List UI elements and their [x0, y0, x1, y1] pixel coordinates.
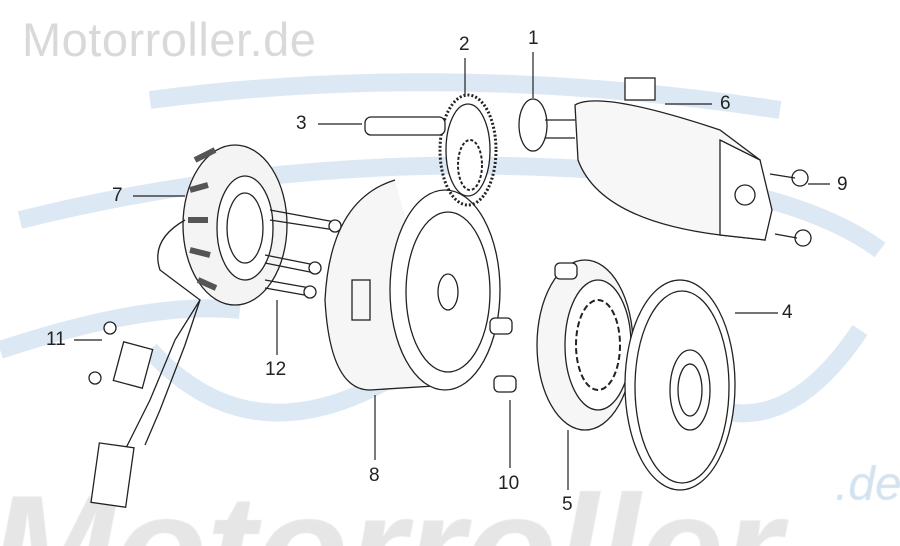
callout-10: 10	[498, 473, 520, 494]
callout-12: 12	[265, 359, 287, 380]
callout-7: 7	[112, 185, 123, 206]
callout-1: 1	[528, 28, 539, 49]
bolt-11-part	[103, 321, 117, 335]
callout-5: 5	[562, 494, 573, 515]
starter-clutch-part	[489, 259, 634, 431]
bolts-part	[264, 209, 342, 299]
callout-8: 8	[369, 465, 380, 486]
bolt-11b-part	[88, 371, 102, 385]
watermark-top: Motorroller.de	[22, 13, 317, 66]
leader-lines	[74, 52, 830, 490]
gear-part	[438, 93, 498, 207]
starter-motor-part	[545, 77, 812, 247]
callout-4: 4	[782, 302, 793, 323]
callout-3: 3	[296, 113, 307, 134]
callout-11: 11	[46, 329, 66, 350]
stator-part	[90, 144, 288, 508]
flywheel-part	[324, 179, 501, 391]
callout-2: 2	[459, 34, 470, 55]
o-ring-part	[518, 98, 548, 152]
driven-gear-part	[624, 279, 736, 491]
callout-6: 6	[720, 93, 731, 114]
callout-9: 9	[837, 174, 848, 195]
pin-part	[364, 116, 446, 136]
